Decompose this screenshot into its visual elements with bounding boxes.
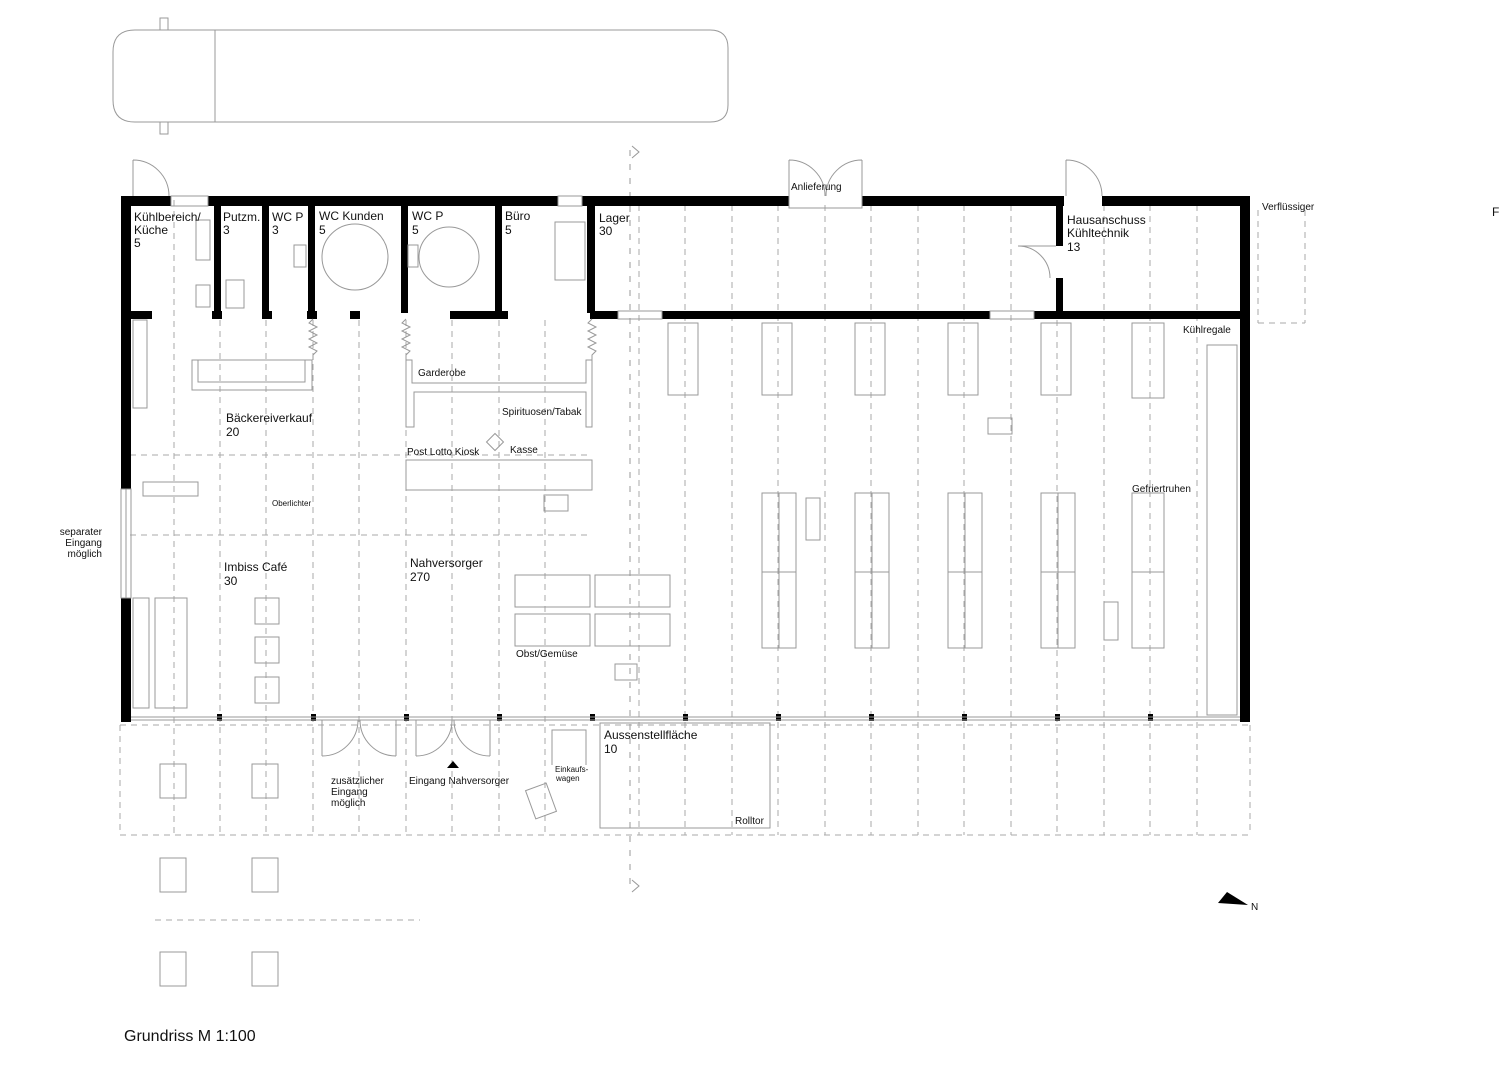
label-eingang-nahversorger: Eingang Nahversorger xyxy=(409,776,510,787)
label-zusatz-2: Eingang xyxy=(331,787,368,798)
section-marker xyxy=(629,145,640,893)
label-rolltor: Rolltor xyxy=(735,816,765,827)
room-lager: Lager 30 xyxy=(599,211,630,238)
label-gefriertruhen: Gefriertruhen xyxy=(1132,484,1191,495)
room-name-2: Küche xyxy=(134,223,168,237)
room-area: 5 xyxy=(134,236,141,250)
entrance-arrow-icon xyxy=(447,761,459,768)
room-putzm: Putzm. 3 xyxy=(223,210,260,237)
room-kuehlbereich: Kühlbereich/ Küche 5 xyxy=(134,210,201,250)
label-separat-2: Eingang xyxy=(65,538,102,549)
room-nahversorger: Nahversorger 270 xyxy=(410,556,483,584)
label-zusatz-1: zusätzlicher xyxy=(331,776,384,787)
room-area: 3 xyxy=(223,223,230,237)
structural-grid xyxy=(119,200,1306,921)
label-kuehlregale: Kühlregale xyxy=(1183,325,1231,336)
room-name: Imbiss Café xyxy=(224,560,288,574)
room-area: 270 xyxy=(410,570,430,584)
room-wc-p-1: WC P 3 xyxy=(272,210,303,237)
room-area: 13 xyxy=(1067,240,1081,254)
plan-title: Grundriss M 1:100 xyxy=(124,1028,256,1045)
room-area: 10 xyxy=(604,742,618,756)
north-arrow-icon: N xyxy=(1218,892,1258,913)
room-name: Kühlbereich/ xyxy=(134,210,201,224)
room-name: Aussenstellfläche xyxy=(604,728,698,742)
room-baeckereiverkauf: Bäckereiverkauf 20 xyxy=(226,411,313,439)
room-name: WC P xyxy=(272,210,303,224)
room-wc-kunden: WC Kunden 5 xyxy=(319,209,384,237)
room-buero: Büro 5 xyxy=(505,209,531,237)
room-area: 30 xyxy=(599,224,613,238)
room-area: 5 xyxy=(319,223,326,237)
room-area: 5 xyxy=(505,223,512,237)
room-name: Putzm. xyxy=(223,210,260,224)
room-name: WC Kunden xyxy=(319,209,384,223)
label-einkaufswagen-1: Einkaufs- xyxy=(555,765,589,774)
room-name: Lager xyxy=(599,211,630,225)
label-separat-3: möglich xyxy=(68,549,102,560)
room-imbiss-cafe: Imbiss Café 30 xyxy=(224,560,288,588)
room-name: Nahversorger xyxy=(410,556,483,570)
label-anlieferung: Anlieferung xyxy=(791,182,842,193)
room-name: Büro xyxy=(505,209,531,223)
north-label: N xyxy=(1251,902,1258,913)
edge-mark: F xyxy=(1492,205,1499,219)
room-name: Hausanschuss xyxy=(1067,213,1146,227)
room-hausanschuss: Hausanschuss Kühltechnik 13 xyxy=(1067,213,1146,254)
room-area: 3 xyxy=(272,223,279,237)
label-obst: Obst/Gemüse xyxy=(516,649,578,660)
label-oberlichter: Oberlichter xyxy=(272,499,311,508)
walls xyxy=(121,196,1250,722)
label-kasse: Kasse xyxy=(510,445,538,456)
room-aussenstellflaeche: Aussenstellfläche 10 xyxy=(604,728,698,756)
label-separat-1: separater xyxy=(60,527,103,538)
room-area: 30 xyxy=(224,574,238,588)
room-area: 5 xyxy=(412,223,419,237)
label-spirituosen: Spirituosen/Tabak xyxy=(502,407,582,418)
room-name: Bäckereiverkauf xyxy=(226,411,313,425)
label-zusatz-3: möglich xyxy=(331,798,365,809)
label-post-lotto: Post Lotto Kiosk xyxy=(407,447,480,458)
truck-outline xyxy=(112,17,729,135)
thin-linework xyxy=(120,159,1240,987)
label-einkaufswagen-2: wagen xyxy=(555,774,580,783)
room-name: WC P xyxy=(412,209,443,223)
label-garderobe: Garderobe xyxy=(418,368,466,379)
room-area: 20 xyxy=(226,425,240,439)
room-name-2: Kühltechnik xyxy=(1067,226,1130,240)
room-wc-p-2: WC P 5 xyxy=(412,209,443,237)
label-verfluessiger: Verflüssiger xyxy=(1262,202,1315,213)
